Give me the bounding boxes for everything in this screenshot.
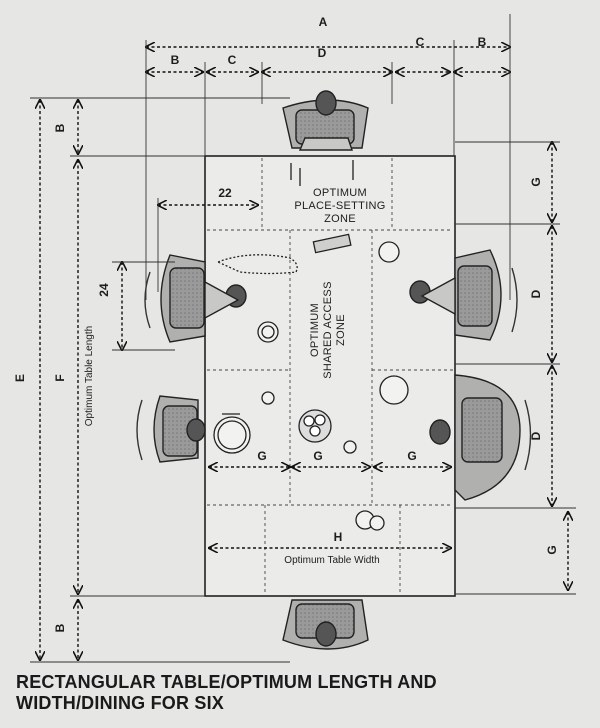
plate-icon [379,375,409,405]
person-right-lower-icon [429,374,521,501]
plate-icon [257,321,279,343]
label-d-top: D [318,46,327,60]
shared-access-zone-line-3: ZONE [335,314,347,346]
person-left-lower-icon [153,395,206,463]
optimum-table-width-label: Optimum Table Width [284,555,379,566]
figure-caption: RECTANGULAR TABLE/OPTIMUM LENGTH AND WID… [16,672,586,714]
place-settings [213,160,409,531]
person-right-upper-icon [409,249,502,341]
label-b-top-right: B [478,35,487,49]
label-a: A [319,15,328,29]
plate-icon [213,416,251,454]
place-setting-zone-line-3: ZONE [324,213,356,225]
label-c-top-right: C [416,35,425,49]
place-setting-zone-line-2: PLACE-SETTING [294,200,385,212]
shared-access-zone-line-1: OPTIMUM [309,303,321,357]
label-d-right-upper: D [529,289,543,298]
caption-line-2: WIDTH/DINING FOR SIX [16,693,224,713]
place-setting-zone-line-1: OPTIMUM [313,187,367,199]
caption-line-1: RECTANGULAR TABLE/OPTIMUM LENGTH AND [16,672,437,692]
label-h: H [334,530,343,544]
extension-lines [30,14,576,663]
label-c-top-left: C [228,53,237,67]
plate-icon [378,241,400,263]
label-24: 24 [97,283,111,297]
chair-arcs [136,267,532,471]
label-g-middle: G [313,449,322,463]
label-g-right-bottom: G [545,545,559,554]
tray-icon [312,233,352,254]
person-bottom-icon [282,599,369,650]
label-f: F [53,374,67,381]
table-plan-drawing: A B C D C B E F B B Optimum Table Length… [13,14,576,663]
zone-dividers [207,158,453,594]
label-b-left-bottom: B [53,623,67,632]
label-b-top-left: B [171,53,180,67]
seated-figures [153,90,521,650]
label-e: E [13,374,27,382]
label-b-left-top: B [53,123,67,132]
dining-table [204,155,456,597]
label-g-right-top: G [529,177,543,186]
optimum-table-length-label: Optimum Table Length [84,326,95,426]
label-d-right-lower: D [529,431,543,440]
person-top-icon [282,90,369,151]
label-g-left: G [257,449,266,463]
label-g-right: G [407,449,416,463]
shared-access-zone-line-2: SHARED ACCESS [322,281,334,378]
label-22: 22 [218,186,232,200]
person-left-upper-icon [160,254,247,343]
